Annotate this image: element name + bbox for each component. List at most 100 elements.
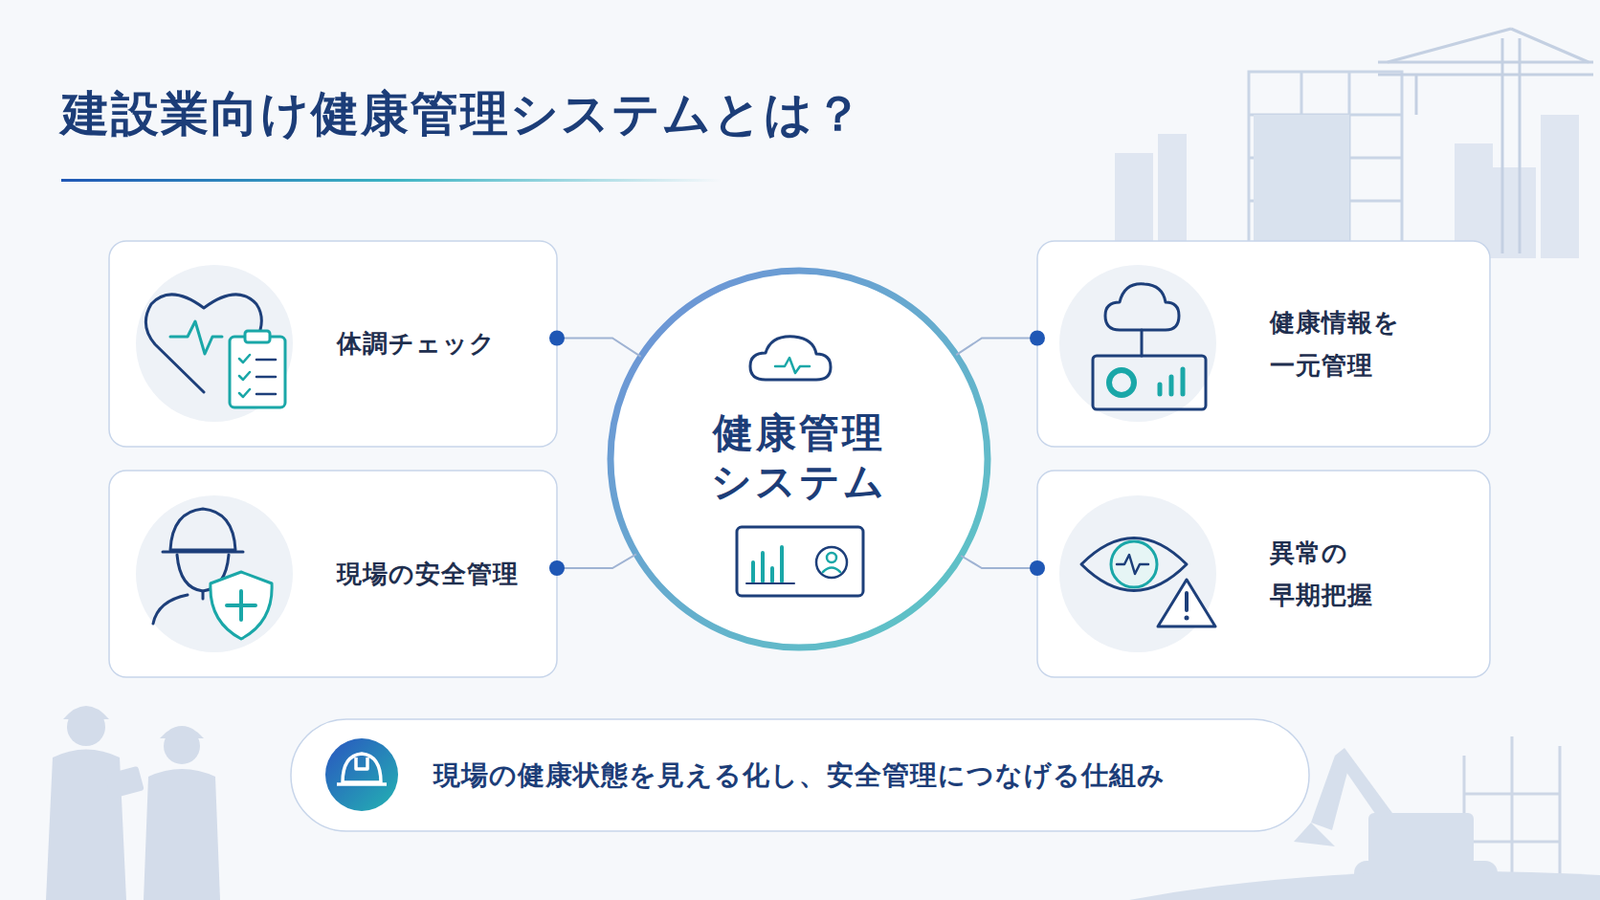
worker-silhouettes [45,706,221,900]
page-title: 建設業向け健康管理システムとは？ [61,82,865,147]
data-hub-icon-part [1092,355,1206,410]
center-icons-part [736,527,864,597]
worker-silhouettes-part [104,766,145,800]
scaffolding-part [1464,841,1560,845]
building-frame [1248,71,1402,254]
center-icons-part [775,357,810,374]
center-icons-part [816,547,847,578]
connector-dot [1029,331,1045,347]
worker-silhouettes-part [45,750,127,900]
center-icons-part [750,336,831,380]
city-backdrop-part [1492,167,1536,259]
panel-fills-part [290,719,1310,832]
crane-part [1501,38,1505,254]
connector-dot [549,560,565,577]
icon-grounds-part [135,265,293,423]
panel-fills-part [1037,241,1490,447]
summary-pill: 現場の健康状態を見える化し、安全管理につなげる仕組み [290,719,1310,832]
worker-silhouettes-part [159,726,204,739]
health-check-icon-part [229,336,286,408]
center-icons-part [822,568,841,574]
icon-grounds-part [1059,495,1217,653]
worker-silhouettes-part [63,706,110,720]
excavator-part [1129,871,1600,900]
connector [556,338,642,357]
site-safety-icon-part [210,572,272,640]
site-safety-icon-part [170,509,236,551]
node-label: 現場の安全管理 [336,553,519,596]
anomaly-icon-part [1111,541,1157,588]
crane [1377,28,1594,254]
anomaly-icon-part [1116,555,1149,575]
crane-part [1377,61,1594,65]
health-check-box: 体調チェック [109,241,557,447]
crane-part [1518,38,1522,254]
anomaly-icon-part [1157,579,1216,627]
health-check-icon-part [239,355,250,398]
building-wall [1253,114,1350,254]
helmet-badge [325,738,399,812]
crane-part [1377,73,1594,77]
health-check-icon-part [244,331,270,343]
node-label: 健康管理 システム [711,408,888,507]
anomaly-icon [1081,538,1216,628]
helmet-symbol [336,754,387,785]
crane-part [1511,28,1589,63]
connector-dot [549,331,565,347]
helmet-symbol-part [355,757,368,770]
data-hub-icon-part [1105,284,1179,331]
center-ring [610,270,988,648]
panel-fills-part [109,470,557,678]
icon-grounds [135,265,1217,653]
node-label: 体調チェック [336,322,496,365]
center-icons-part [753,547,782,582]
city-backdrop-part [1540,114,1579,259]
building-frame-part [1248,71,1402,254]
anomaly-icon-part [1081,538,1187,592]
site-safety-icon [153,509,272,640]
summary-text: 現場の健康状態を見える化し、安全管理につなげる仕組み [433,753,1166,800]
site-safety-box: 現場の安全管理 [109,470,557,678]
title-underline [61,178,722,182]
health-check-icon [145,294,286,408]
connector-dot [1029,560,1045,577]
node-label: 異常の 早期把握 [1269,532,1374,617]
excavator-part [1293,822,1335,847]
helmet-symbol-part [336,782,387,787]
icon-grounds-part [135,495,293,653]
anomaly-box: 異常の 早期把握 [1037,470,1490,678]
node-label: 健康情報を 一元管理 [1269,301,1400,386]
scaffolding-part [1464,793,1560,797]
health-check-icon-part [170,321,223,355]
center-icons-part [746,582,795,585]
center-circle: 健康管理 システム [610,270,988,648]
excavator-part [1368,813,1474,867]
site-safety-icon-part [226,591,256,621]
site-safety-icon-part [162,551,244,555]
anomaly-icon-part [1184,616,1190,622]
connector [556,554,637,569]
anomaly-icon-part [1184,593,1189,611]
data-hub-icon-part [1159,369,1183,395]
helmet-symbol-part [342,754,381,783]
city-backdrop-part [1157,133,1187,259]
health-check-icon-part [256,359,276,395]
center-icons-part [826,553,837,563]
data-hub-box: 健康情報を 一元管理 [1037,241,1490,447]
crane-part [1387,28,1512,63]
excavator-part [1311,755,1350,831]
crane-part [1415,74,1419,115]
panel-fills-part [109,241,557,447]
connector [955,338,1038,356]
panel-fills [109,241,1490,832]
site-safety-icon-part [153,591,203,624]
connector [960,555,1038,569]
worker-silhouettes-part [143,769,221,900]
panel-fills-part [1037,470,1490,678]
data-hub-icon-part [1109,370,1134,396]
icon-grounds-part [1059,265,1217,423]
city-backdrop [1114,114,1579,259]
data-hub-icon [1092,284,1206,410]
data-hub-icon-part [1140,330,1144,356]
